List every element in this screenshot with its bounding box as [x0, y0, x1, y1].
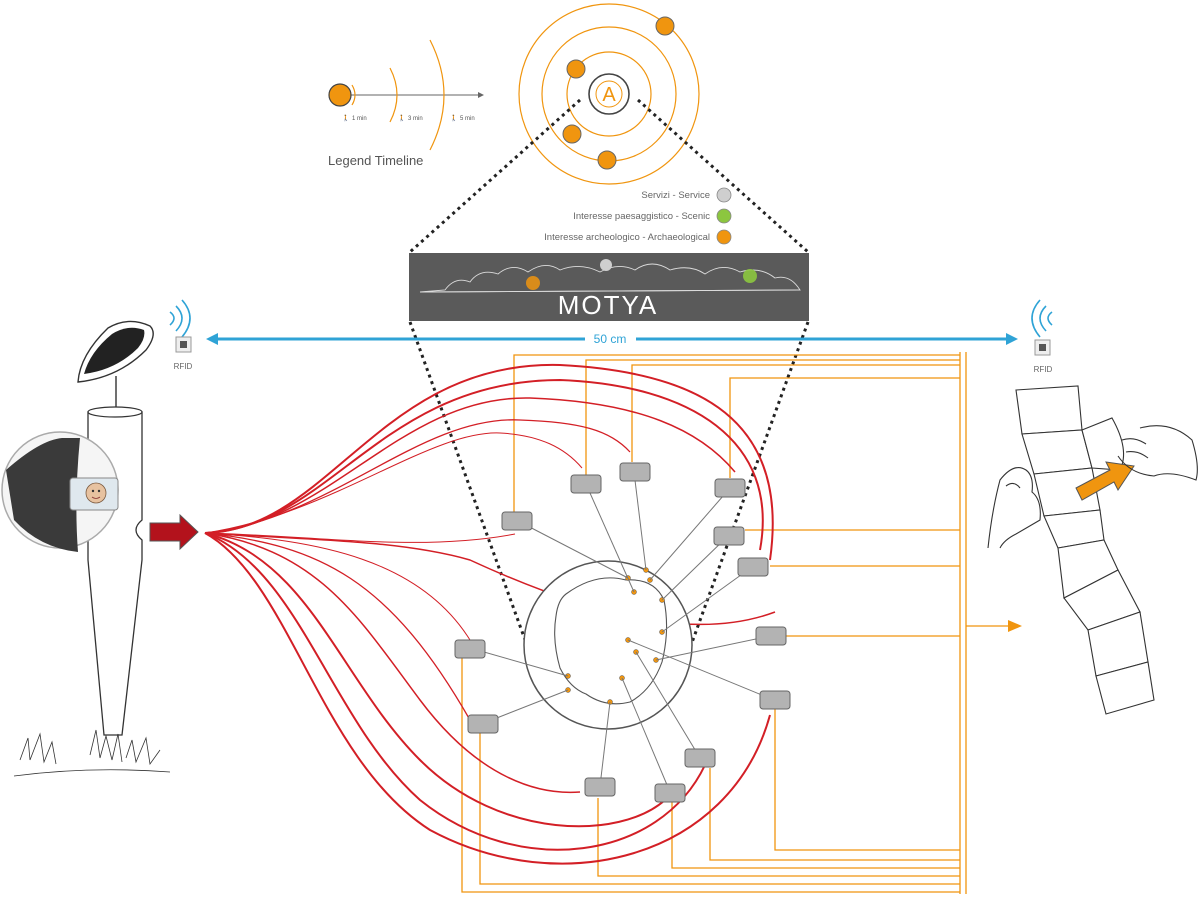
station-box — [501, 511, 533, 531]
poi-dot — [566, 59, 586, 79]
gray-links — [469, 471, 775, 793]
center-label: A — [602, 84, 616, 106]
orange-arrow-icon — [1075, 461, 1135, 501]
island-map — [523, 560, 693, 730]
rfid-chip-icon — [175, 336, 192, 353]
island-outline — [554, 577, 668, 705]
grass-drawing — [13, 729, 171, 777]
station-box — [570, 474, 602, 494]
station-box — [755, 626, 787, 646]
distance-label: 50 cm — [594, 332, 627, 346]
station-box — [714, 478, 746, 498]
archaeological-dot — [716, 229, 732, 245]
concentric-rings: A — [518, 3, 700, 185]
category-label-archaeological: Interesse archeologico - Archaeological — [544, 232, 710, 243]
projection-lines — [408, 98, 810, 649]
solar-panel-icon — [77, 320, 154, 410]
folded-map-icon — [1015, 385, 1155, 715]
station-box — [454, 639, 486, 659]
scenic-dot — [716, 208, 732, 224]
red-arrow-icon — [149, 513, 199, 551]
rfid-chip-icon — [1034, 339, 1051, 356]
origin-dot — [328, 83, 352, 107]
station-box — [759, 690, 791, 710]
station-box — [713, 526, 745, 546]
rfid-left: RFID — [169, 299, 193, 371]
hands-icon — [987, 425, 1198, 549]
step-3-label: 5 min — [460, 116, 475, 122]
walking-person-icon: 🚶 — [450, 114, 457, 122]
walking-person-icon: 🚶 — [398, 114, 405, 122]
face-screen-icon — [85, 482, 107, 504]
rfid-left-label: RFID — [174, 362, 193, 371]
poi-dot — [562, 124, 582, 144]
station-box — [584, 777, 616, 797]
category-legend: Servizi - Service Interesse paesaggistic… — [544, 187, 732, 245]
step-1-label: 1 min — [352, 116, 367, 122]
poi-dot — [597, 150, 617, 170]
station-box — [737, 557, 769, 577]
station-boxes — [454, 462, 791, 803]
scenic-marker — [743, 269, 757, 283]
red-connections — [204, 363, 776, 865]
orange-arrow-icon — [1008, 620, 1022, 632]
category-label-service: Servizi - Service — [641, 190, 710, 201]
service-marker — [600, 259, 612, 271]
detail-magnifier — [1, 431, 119, 552]
archaeological-marker — [526, 276, 540, 290]
rfid-right-label: RFID — [1034, 365, 1053, 374]
totem-post — [1, 320, 199, 777]
station-box — [684, 748, 716, 768]
walking-person-icon: 🚶 — [342, 114, 349, 122]
station-box — [654, 783, 686, 803]
legend-timeline: 🚶 1 min 🚶 3 min 🚶 5 min Legend Timeline — [328, 39, 484, 168]
step-2-label: 3 min — [408, 116, 423, 122]
rfid-right: RFID — [1031, 299, 1053, 374]
poi-dot — [655, 16, 675, 36]
banner-title: MOTYA — [558, 290, 659, 320]
legend-title: Legend Timeline — [328, 153, 423, 168]
service-dot — [716, 187, 732, 203]
wifi-signal-icon — [169, 299, 191, 338]
station-box — [619, 462, 651, 482]
orange-connectors — [461, 352, 1010, 894]
distance-indicator: 50 cm — [206, 332, 1018, 346]
motya-banner: MOTYA — [409, 253, 809, 321]
wifi-signal-icon — [1031, 299, 1053, 338]
category-label-scenic: Interesse paesaggistico - Scenic — [573, 211, 710, 222]
station-box — [467, 714, 499, 734]
